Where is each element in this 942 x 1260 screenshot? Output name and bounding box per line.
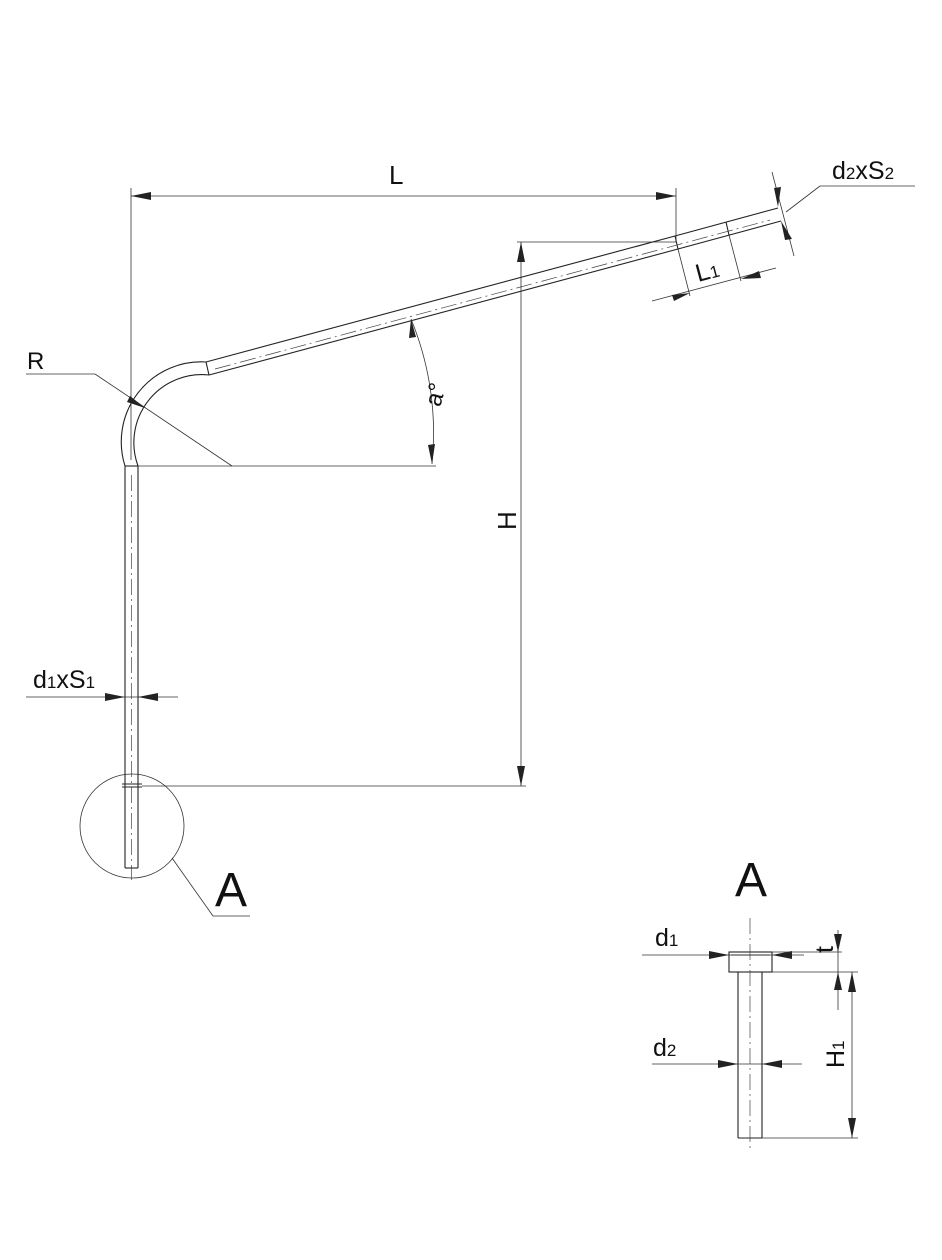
dimension-R [26,373,233,467]
label-d2xS2: d2xS2 [832,157,894,185]
dimension-H [142,241,676,787]
dimension-angle [138,318,436,467]
dimension-detail-t [772,930,858,1010]
detail-callout-circle [79,773,250,917]
label-A-detail: A [735,854,767,907]
label-H: H [492,511,522,530]
dimension-d2xS2 [771,171,915,257]
label-A-callout: A [215,864,247,917]
label-d1xS1: d1xS1 [33,666,95,694]
label-angle: a° [420,380,452,409]
dimension-d1xS1 [26,693,178,701]
bent-pipe [120,207,782,869]
label-R: R [27,348,44,375]
dimension-L [130,188,677,460]
dimension-detail-d1 [642,951,804,959]
dimension-L1 [651,234,777,302]
label-detail-H1: H1 [822,1040,850,1068]
label-detail-d2: d2 [653,1034,676,1062]
dimension-detail-d2 [652,1060,802,1068]
dimension-detail-H1 [762,972,858,1139]
label-detail-d1: d1 [655,924,678,952]
center-lines [131,219,771,880]
label-detail-t: t [811,946,839,953]
detail-view-A [728,918,773,1148]
label-L: L [389,160,403,190]
label-L1: L1 [692,255,722,288]
